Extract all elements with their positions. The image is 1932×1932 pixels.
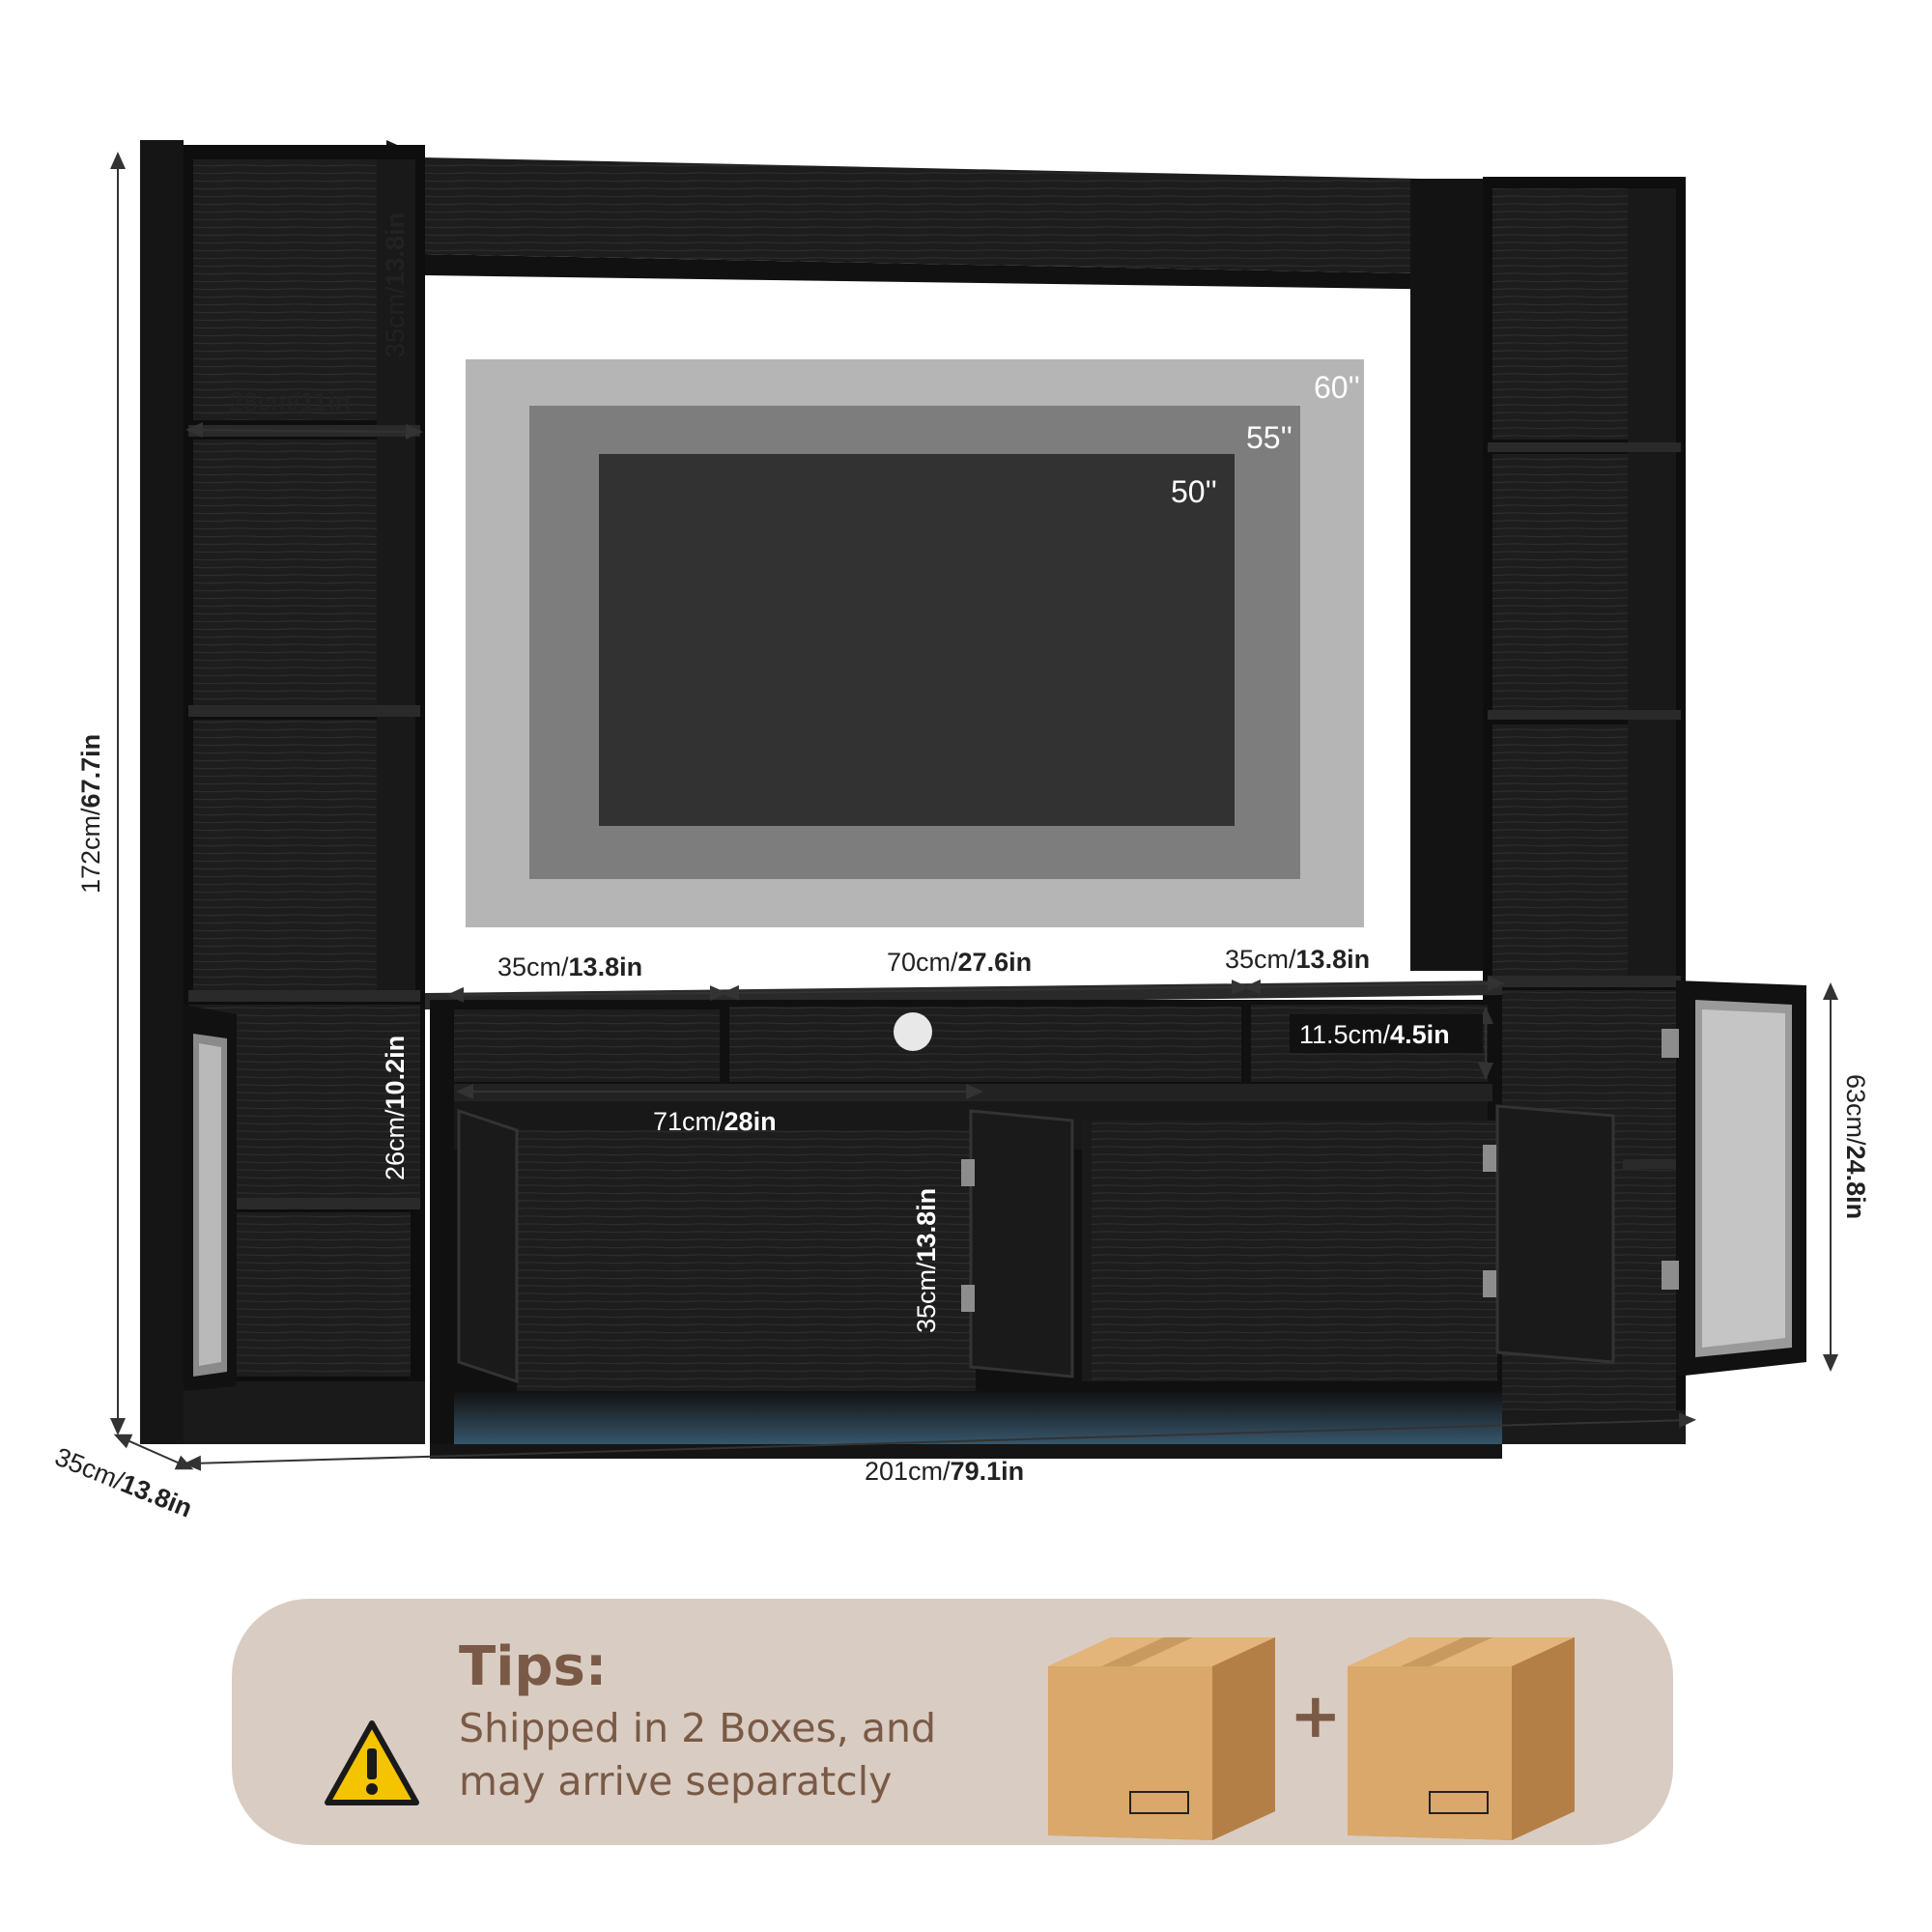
shipping-boxes	[1048, 1637, 1575, 1840]
cubby-height-label-bg	[1290, 1014, 1483, 1053]
dim-depth: 35cm/13.8in	[51, 1442, 196, 1523]
tips-panel: Tips: Shipped in 2 Boxes, and may arrive…	[232, 1599, 1673, 1845]
dim-cabinet-height: 35cm/13.8in	[912, 1188, 941, 1333]
warning-triangle-icon	[325, 1720, 419, 1805]
console-door-4[interactable]	[1483, 1104, 1615, 1364]
dimension-lines	[110, 152, 1838, 1471]
dim-lower-shelf-height: 26cm/10.2in	[381, 1036, 410, 1180]
tips-message-line-2: may arrive separatcly	[459, 1758, 893, 1804]
cardboard-box-icon	[1348, 1637, 1575, 1840]
dim-left-cubby-width: 35cm/13.8in	[497, 952, 642, 981]
dim-total-height: 172cm/67.7in	[76, 734, 105, 894]
dim-right-cubby-width: 35cm/13.8in	[1225, 945, 1370, 974]
dim-base-height: 63cm/24.8in	[1841, 1074, 1870, 1219]
tv-size-55-label: 55''	[1246, 420, 1293, 455]
tips-message-line-1: Shipped in 2 Boxes, and	[459, 1705, 937, 1751]
dim-middle-cubby-width: 70cm/27.6in	[887, 948, 1032, 977]
right-glass-door[interactable]	[1662, 980, 1806, 1377]
dim-cubby-height: 11.5cm/4.5in	[1299, 1020, 1450, 1049]
top-bridge-panel	[386, 140, 1468, 295]
tv-size-60-label: 60''	[1314, 370, 1360, 405]
tips-title: Tips:	[459, 1635, 608, 1698]
console-door-2[interactable]	[961, 1109, 1074, 1378]
tv-50-inch-outline	[599, 454, 1235, 826]
dim-total-width: 201cm/79.1in	[865, 1457, 1024, 1486]
tv-size-50-label: 50''	[1171, 474, 1217, 509]
dim-side-shelf-width: 28cm/11in	[229, 387, 351, 416]
tv-size-guide: 60'' 55'' 50''	[466, 359, 1364, 927]
cable-hole	[894, 1012, 932, 1051]
console-door-1[interactable]	[457, 1108, 519, 1384]
dim-top-compartment-height: 35cm/13.8in	[381, 213, 410, 357]
console-door-3[interactable]	[1082, 1121, 1092, 1381]
left-glass-door[interactable]	[184, 1005, 237, 1391]
dim-cabinet-width: 71cm/28in	[653, 1107, 777, 1136]
cardboard-box-icon	[1048, 1637, 1275, 1840]
plus-sign: +	[1290, 1681, 1342, 1752]
